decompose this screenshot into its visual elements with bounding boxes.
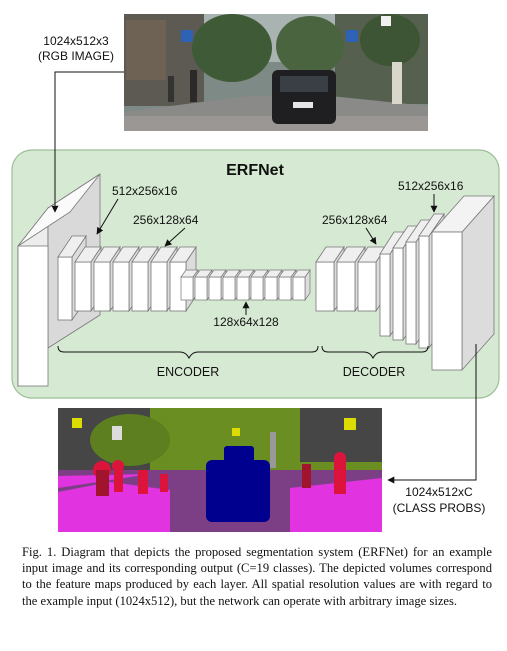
encoder-blocks-128 xyxy=(180,268,311,302)
decoder-label: DECODER xyxy=(343,365,406,379)
label-mid-128: 128x64x128 xyxy=(213,315,279,329)
arrow-enc-512 xyxy=(96,198,119,235)
input-label-line1: 1024x512x3 xyxy=(43,34,109,48)
encoder-brace xyxy=(57,345,319,360)
label-dec-512: 512x256x16 xyxy=(398,179,464,193)
erfnet-title: ERFNet xyxy=(226,162,284,179)
output-label-line2: (CLASS PROBS) xyxy=(393,501,486,515)
figure-caption: Fig. 1. Diagram that depicts the propose… xyxy=(22,545,492,608)
arrow-dec-256 xyxy=(365,227,377,245)
input-rgb-image xyxy=(124,14,428,131)
decoder-brace xyxy=(321,345,429,360)
output-arrow xyxy=(387,344,477,484)
input-arrow xyxy=(51,71,124,213)
encoder-label: ENCODER xyxy=(157,365,220,379)
input-label-line2: (RGB IMAGE) xyxy=(38,49,114,63)
label-dec-256: 256x128x64 xyxy=(322,213,388,227)
encoder-blocks-256 xyxy=(74,245,197,313)
decoder-blocks-256 xyxy=(315,245,387,313)
segmentation-output-image xyxy=(58,408,382,532)
output-label-line1: 1024x512xC xyxy=(405,485,473,499)
label-enc-256: 256x128x64 xyxy=(133,213,199,227)
output-volume xyxy=(431,194,495,372)
label-enc-512: 512x256x16 xyxy=(112,184,178,198)
arrow-enc-256 xyxy=(164,227,186,247)
decoder-blocks-512 xyxy=(379,212,445,350)
